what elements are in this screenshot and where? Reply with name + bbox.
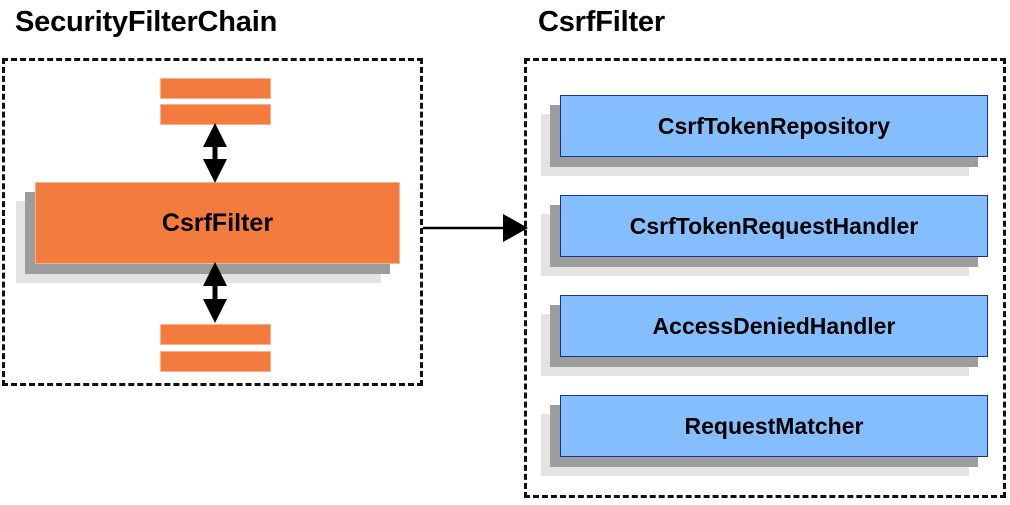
node-request-matcher[interactable]: RequestMatcher: [541, 395, 988, 476]
node-face: CsrfTokenRepository: [560, 95, 988, 157]
node-face: CsrfTokenRequestHandler: [560, 195, 988, 257]
node-csrf-token-repository[interactable]: CsrfTokenRepository: [541, 95, 988, 176]
page-title-security-filter-chain: SecurityFilterChain: [15, 6, 278, 38]
node-label: CsrfFilter: [161, 208, 274, 237]
node-csrf-filter[interactable]: CsrfFilter: [16, 182, 400, 283]
page-title-csrf-filter: CsrfFilter: [538, 6, 665, 38]
filter-bar-below-2: [160, 351, 271, 372]
node-csrf-token-request-handler[interactable]: CsrfTokenRequestHandler: [541, 195, 988, 276]
node-label: RequestMatcher: [684, 412, 864, 439]
csrf-filter-group: [524, 58, 1006, 498]
node-label: AccessDeniedHandler: [652, 312, 896, 339]
security-filter-chain-group: [2, 58, 423, 386]
filter-bar-below-1: [160, 324, 271, 345]
filter-bar-above-1: [160, 78, 271, 99]
node-face: RequestMatcher: [560, 395, 988, 457]
filter-bar-above-2: [160, 104, 271, 125]
node-face: AccessDeniedHandler: [560, 295, 988, 357]
node-face: CsrfFilter: [35, 182, 400, 264]
node-label: CsrfTokenRequestHandler: [629, 212, 919, 239]
node-label: CsrfTokenRepository: [657, 112, 891, 139]
connector-arrow-csrf-filter-to-detail: [423, 214, 528, 242]
node-access-denied-handler[interactable]: AccessDeniedHandler: [541, 295, 988, 376]
